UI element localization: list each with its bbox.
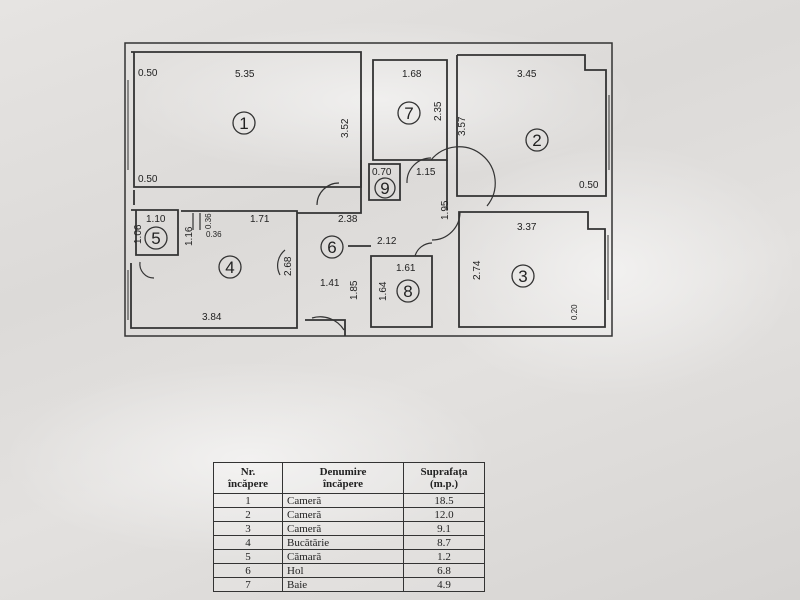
dim-label: 1.16 — [184, 226, 195, 246]
dim-label: 1.41 — [320, 278, 340, 289]
cell-nr: 6 — [213, 563, 283, 578]
dim-label: 0.20 — [570, 304, 579, 320]
cell-area: 1.2 — [403, 549, 485, 564]
table-row: 1 Cameră 18.5 — [213, 493, 485, 508]
room-number-9: 9 — [380, 179, 389, 198]
table-row: 6 Hol 6.8 — [213, 563, 485, 578]
room-number-5: 5 — [151, 229, 160, 248]
door-swings — [139, 146, 496, 331]
cell-name: Baie — [282, 577, 404, 592]
room-markers — [144, 101, 549, 303]
table-row: 4 Bucătărie 8.7 — [213, 535, 485, 550]
table-header-row: Nr. încăpere Denumire încăpere Suprafața… — [213, 462, 485, 494]
dim-label: 1.06 — [133, 224, 144, 244]
header-name: Denumire încăpere — [282, 462, 404, 494]
dim-label: 2.35 — [433, 101, 444, 121]
dim-label: 0.36 — [206, 230, 222, 239]
dim-label: 0.50 — [579, 180, 599, 191]
cell-nr: 2 — [213, 507, 283, 522]
dim-label: 3.57 — [457, 116, 468, 136]
cell-area: 9.1 — [403, 521, 485, 536]
table-row: 7 Baie 4.9 — [213, 577, 485, 592]
cell-area: 12.0 — [403, 507, 485, 522]
room-number-4: 4 — [225, 258, 234, 277]
cell-name: Bucătărie — [282, 535, 404, 550]
cell-nr: 1 — [213, 493, 283, 508]
dim-label: 3.84 — [202, 312, 222, 323]
header-text: Denumire — [319, 466, 367, 478]
dim-label: 3.37 — [517, 222, 537, 233]
room-number-7: 7 — [404, 104, 413, 123]
dim-label: 1.85 — [349, 280, 360, 300]
cell-nr: 7 — [213, 577, 283, 592]
cell-name: Cămară — [282, 549, 404, 564]
cell-nr: 4 — [213, 535, 283, 550]
dimension-labels: 0.50 5.35 3.52 0.50 1.68 2.35 3.57 3.45 … — [133, 68, 599, 323]
room-numbers: 1 2 3 4 5 6 7 8 9 — [151, 104, 541, 301]
dim-label: 5.35 — [235, 69, 255, 80]
dim-label: 0.70 — [372, 167, 392, 178]
cell-nr: 5 — [213, 549, 283, 564]
header-text: încăpere — [322, 478, 364, 490]
dim-label: 0.50 — [138, 174, 158, 185]
cell-area: 4.9 — [403, 577, 485, 592]
room-number-8: 8 — [403, 282, 412, 301]
table-row: 3 Cameră 9.1 — [213, 521, 485, 536]
dim-label: 2.68 — [283, 256, 294, 276]
dim-label: 1.15 — [416, 167, 436, 178]
room-number-2: 2 — [532, 131, 541, 150]
dim-label: 3.52 — [340, 118, 351, 138]
dim-label: 2.38 — [338, 214, 358, 225]
cell-area: 6.8 — [403, 563, 485, 578]
header-text: (m.p.) — [429, 478, 459, 490]
windows — [127, 80, 610, 320]
dim-label: 1.71 — [250, 214, 270, 225]
dim-label: 2.74 — [472, 260, 483, 280]
header-text: încăpere — [227, 478, 269, 490]
cell-area: 8.7 — [403, 535, 485, 550]
header-text: Suprafața — [420, 466, 468, 478]
room-number-6: 6 — [327, 238, 336, 257]
plan-outer-frame — [124, 42, 613, 337]
cell-name: Hol — [282, 563, 404, 578]
room-number-1: 1 — [239, 114, 248, 133]
dim-label: 1.10 — [146, 214, 166, 225]
cell-area: 18.5 — [403, 493, 485, 508]
table-row: 5 Cămară 1.2 — [213, 549, 485, 564]
dim-label: 1.61 — [396, 263, 416, 274]
room-number-3: 3 — [518, 267, 527, 286]
header-area: Suprafața (m.p.) — [403, 462, 485, 494]
dim-label: 0.36 — [204, 213, 213, 229]
dim-label: 1.68 — [402, 69, 422, 80]
rooms-table: Nr. încăpere Denumire încăpere Suprafața… — [213, 462, 485, 592]
header-text: Nr. — [240, 466, 256, 478]
cell-name: Cameră — [282, 493, 404, 508]
table-row: 2 Cameră 12.0 — [213, 507, 485, 522]
cell-nr: 3 — [213, 521, 283, 536]
dim-label: 0.50 — [138, 68, 158, 79]
walls — [130, 51, 607, 336]
dim-label: 1.95 — [440, 200, 451, 220]
cell-name: Cameră — [282, 521, 404, 536]
header-nr: Nr. încăpere — [213, 462, 283, 494]
dim-label: 1.64 — [378, 281, 389, 301]
cell-name: Cameră — [282, 507, 404, 522]
dim-label: 3.45 — [517, 69, 537, 80]
dim-label: 2.12 — [377, 236, 397, 247]
